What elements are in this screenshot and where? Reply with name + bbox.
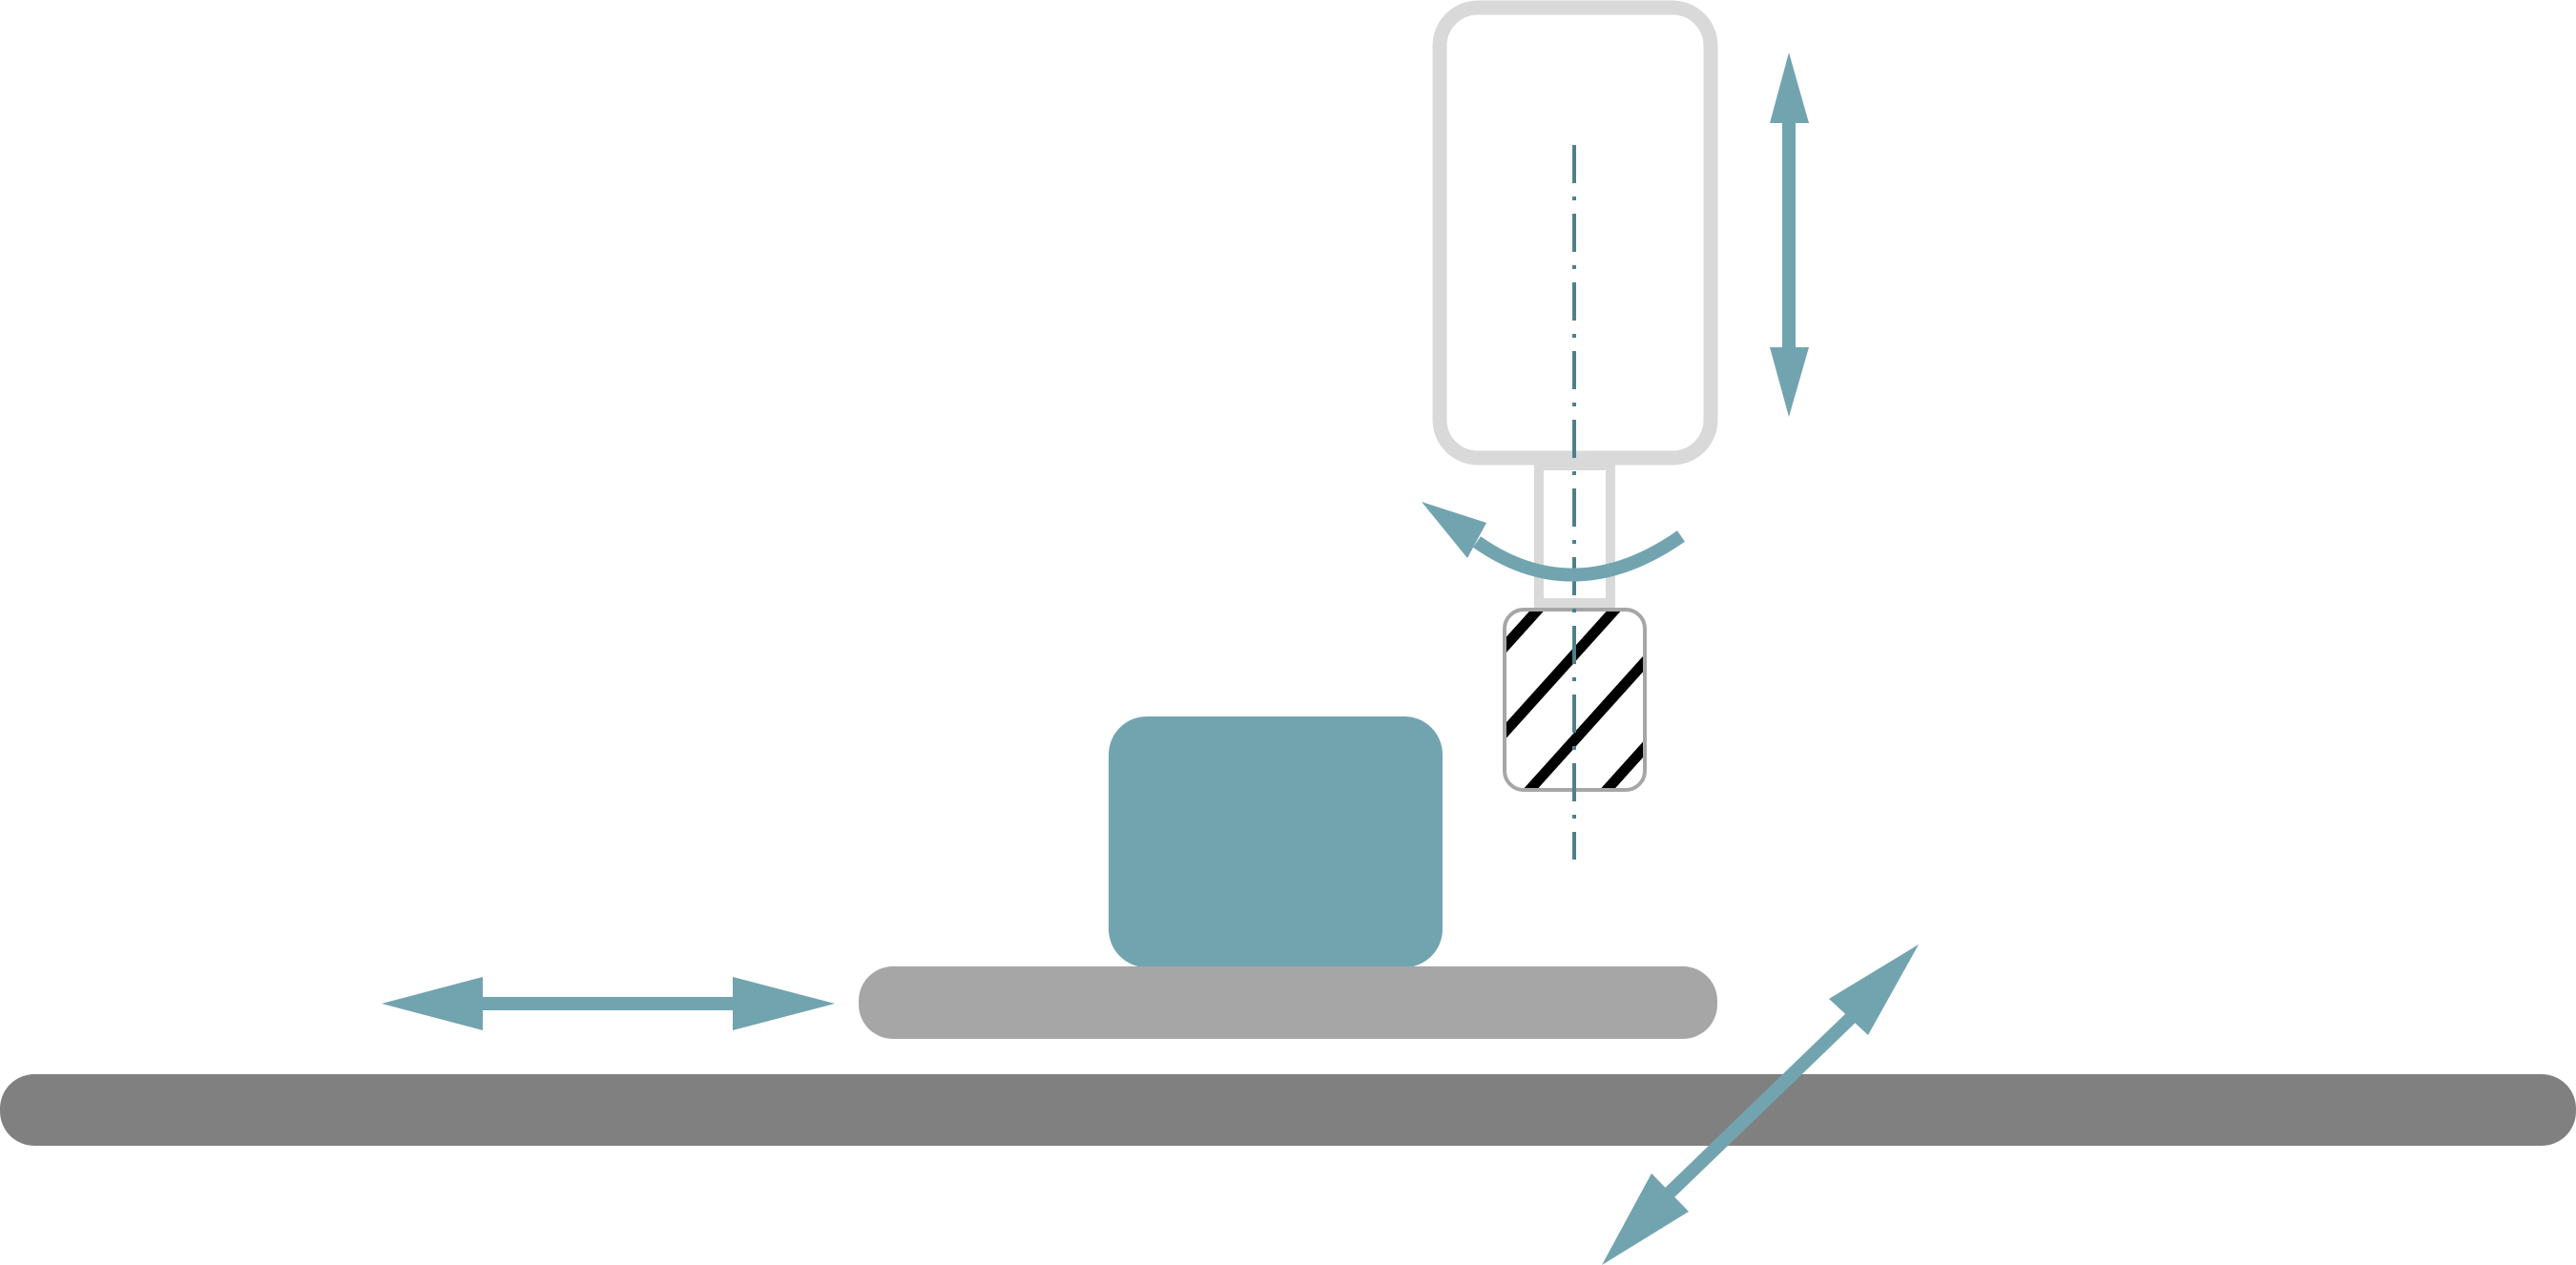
workpiece	[1109, 716, 1443, 967]
machine-table	[859, 966, 1717, 1039]
diagonal-double-arrow-icon	[1602, 944, 1919, 1265]
rotation-arrow-icon	[1422, 502, 1685, 582]
machine-base	[0, 1074, 2576, 1146]
vertical-double-arrow-icon	[1770, 52, 1809, 417]
horizontal-double-arrow-icon	[382, 977, 835, 1030]
